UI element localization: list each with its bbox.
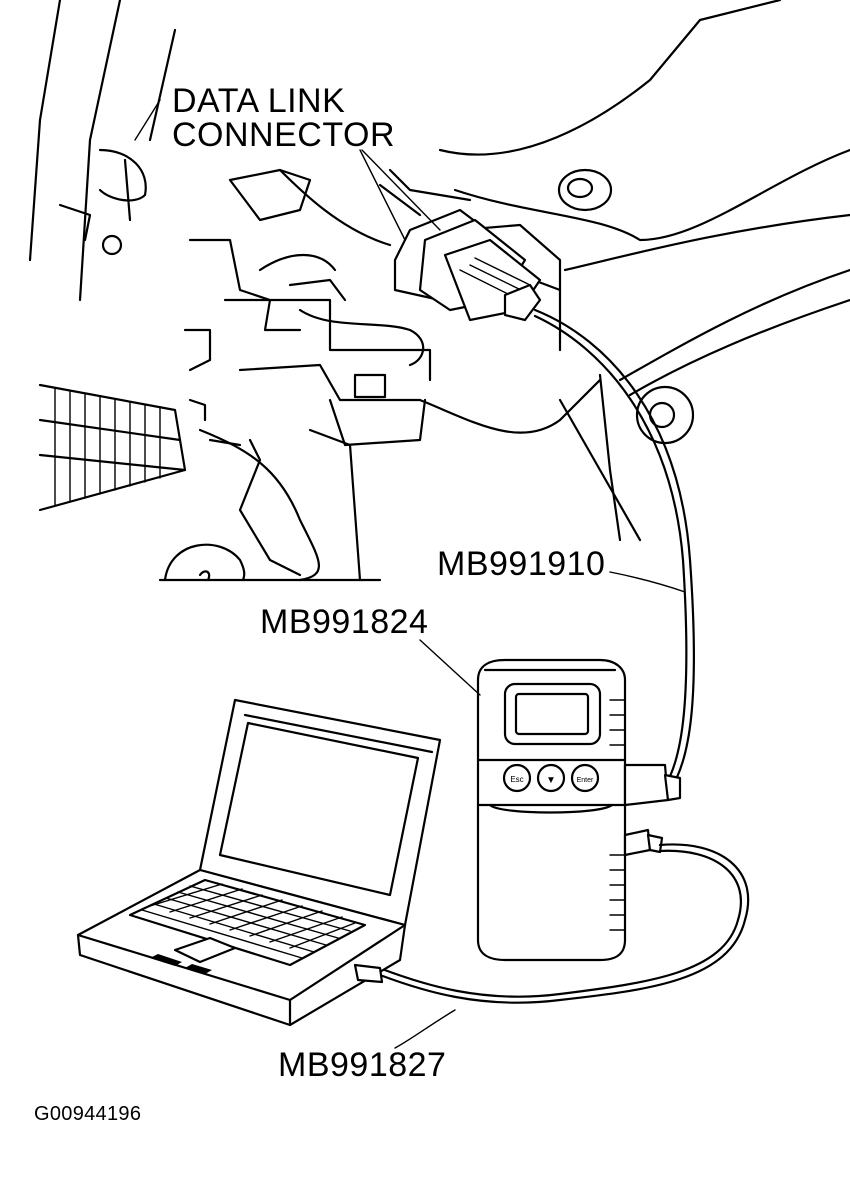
data-link-connector-label-line1: DATA LINK — [172, 82, 346, 120]
enter-button-label: Enter — [577, 777, 594, 784]
data-link-connector — [393, 208, 542, 322]
down-arrow-icon: ▼ — [546, 775, 556, 786]
laptop-usb-plug — [353, 963, 384, 984]
data-link-connector-leaders — [134, 99, 441, 241]
vci-device: Esc ▼ Enter — [419, 639, 682, 962]
esc-button-label: Esc — [510, 775, 523, 784]
data-link-connector-label-line2: CONNECTOR — [172, 116, 395, 154]
vci-usb-port — [623, 828, 652, 857]
figure-id-label: G00944196 — [34, 1103, 142, 1125]
mb991910-label: MB991910 — [437, 545, 606, 583]
mb991910-cable — [533, 308, 696, 792]
esc-button[interactable] — [502, 763, 532, 793]
mb991824-label: MB991824 — [260, 603, 429, 641]
down-arrow-button[interactable] — [536, 763, 566, 793]
laptop-computer — [76, 698, 442, 1027]
mb991827-usb-cable — [378, 843, 750, 1049]
mb991827-label: MB991827 — [278, 1046, 447, 1084]
vci-side-connector — [623, 763, 670, 807]
enter-button[interactable] — [570, 763, 600, 793]
